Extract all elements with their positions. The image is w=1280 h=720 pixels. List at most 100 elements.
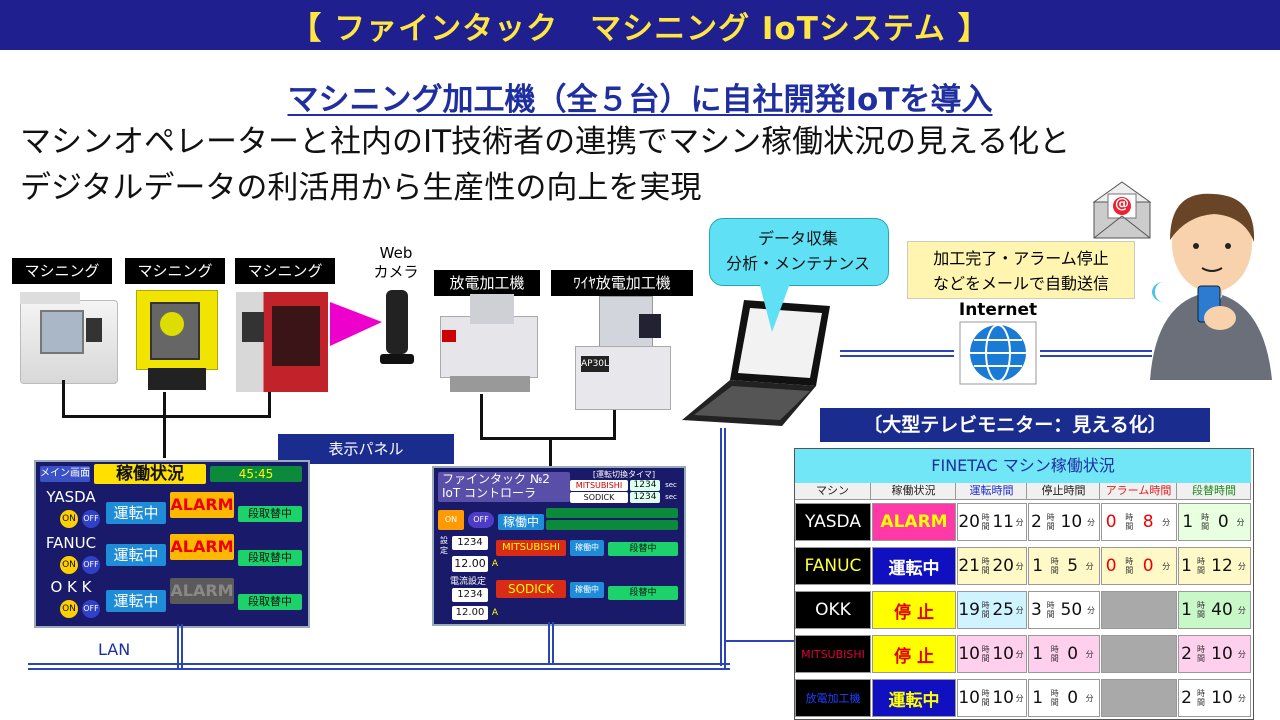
monitor-state: 運転中	[872, 547, 956, 585]
machining-label-3: マシニング	[235, 258, 335, 284]
panel1-row3-off[interactable]: OFF	[82, 600, 100, 618]
panel2-timer-bar	[546, 508, 678, 518]
panel1-tab[interactable]: メイン画面	[40, 466, 90, 482]
panel1-row2-step[interactable]: 段取替中	[238, 550, 302, 566]
machining-center-1-image	[20, 292, 118, 384]
monitor-header-run: 運転時間	[957, 483, 1027, 499]
lan-to-monitor	[724, 640, 796, 642]
edm-wire-3	[549, 438, 552, 468]
monitor-stop-hours: 1	[1032, 644, 1044, 664]
panel1-row1-state: 運転中	[106, 502, 166, 524]
wire-edm-label: ﾜｲﾔ放電加工機	[551, 270, 693, 296]
panel1-row1-step[interactable]: 段取替中	[238, 506, 302, 522]
edm-wire-1	[480, 394, 483, 440]
hours-unit: 時間	[1125, 557, 1134, 575]
monitor-stop-hours: 2	[1030, 512, 1042, 532]
panel2-step-2[interactable]: 段替中	[608, 586, 678, 600]
monitor-stop-hours: 3	[1030, 600, 1042, 620]
internet-line-top	[840, 350, 954, 352]
panel2-machine-2: SODICK	[570, 492, 628, 503]
hours-unit: 時間	[1050, 689, 1059, 707]
laptop-icon	[682, 300, 830, 426]
monitor-machine-name: 放電加工機	[795, 679, 871, 717]
panel2-amp-1: A	[491, 559, 499, 569]
hours-unit: 時間	[1046, 601, 1055, 619]
minutes-unit: 分	[1087, 605, 1096, 615]
panel2-setting-value-1[interactable]: 1234	[452, 536, 488, 550]
monitor-stop-minutes: 0	[1067, 688, 1079, 708]
panel2-sec-2: sec	[665, 493, 677, 501]
monitor-run-hours: 21	[958, 556, 980, 576]
monitor-state: 運転中	[872, 679, 956, 717]
minutes-unit: 分	[1015, 605, 1024, 615]
monitor-stop-minutes: 50	[1060, 600, 1083, 620]
lan-drop-panel1	[177, 624, 179, 668]
panel1-row3-on[interactable]: ON	[60, 600, 78, 618]
hours-unit: 時間	[981, 689, 990, 707]
person-with-phone-image	[1150, 193, 1272, 380]
monitor-state: ALARM	[872, 503, 956, 541]
tv-monitor-screen: FINETAC マシン稼働状況 マシン稼働状況運転時間停止時間アラーム時間段替時…	[794, 448, 1254, 720]
panel1-time-value-2: 45	[258, 467, 274, 481]
panel2-counter-2: 1234	[630, 492, 660, 503]
panel2-machine-1: MITSUBISHI	[570, 480, 628, 491]
monitor-stop-minutes: 10	[1060, 512, 1083, 532]
panel1-row1-off[interactable]: OFF	[82, 510, 100, 528]
panel2-off-icon[interactable]: OFF	[468, 512, 494, 528]
panel2-counter-1: 1234	[630, 480, 660, 491]
monitor-run-minutes: 11	[992, 512, 1014, 532]
monitor-state: 停 止	[872, 591, 956, 629]
monitor-run-minutes: 10	[992, 644, 1014, 664]
panel2-state-2: 稼働中	[570, 582, 604, 598]
monitor-run-hours: 10	[958, 644, 980, 664]
bubble-tail	[758, 278, 792, 332]
panel2-machine-label-2: SODICK	[496, 580, 566, 598]
panel1-row2-on[interactable]: ON	[60, 556, 78, 574]
monitor-run-minutes: 10	[992, 688, 1014, 708]
monitor-stop-minutes: 0	[1067, 644, 1079, 664]
panel2-current-1[interactable]: 12.00	[452, 556, 488, 572]
lan-riser-laptop-b	[724, 428, 726, 670]
hours-unit: 時間	[1201, 513, 1210, 531]
hours-unit: 時間	[981, 601, 990, 619]
machine-wire-horizontal	[62, 415, 270, 418]
lan-line-bottom	[28, 668, 730, 670]
panel1-row2-off[interactable]: OFF	[82, 556, 100, 574]
data-collection-bubble	[709, 218, 889, 286]
panel1-row1-on[interactable]: ON	[60, 510, 78, 528]
minutes-unit: 分	[1015, 517, 1024, 527]
monitor-run-minutes: 25	[992, 600, 1014, 620]
panel2-on-icon[interactable]: ON	[438, 510, 464, 530]
display-panel-1: メイン画面 稼働状況 45:45 YASDA 運転中 ALARM 段取替中 ON…	[34, 460, 310, 628]
monitor-header-stop: 停止時間	[1028, 483, 1100, 499]
machining-center-3-image	[236, 292, 328, 396]
minutes-unit: 分	[1162, 517, 1171, 527]
panel2-setting-value-2[interactable]: 1234	[452, 588, 488, 602]
lan-riser-laptop	[720, 428, 722, 666]
monitor-machine-name: MITSUBISHI	[795, 635, 871, 673]
monitor-step-minutes: 10	[1211, 644, 1233, 664]
panel2-current-2[interactable]: 12.00	[452, 606, 488, 620]
panel1-row1-name: YASDA	[46, 488, 96, 506]
panel1-row1-alarm: ALARM	[170, 492, 234, 518]
panel2-step-1[interactable]: 段替中	[608, 542, 678, 556]
panel1-row2-name: FANUC	[45, 534, 97, 552]
monitor-step-hours: 2	[1181, 688, 1192, 708]
minutes-unit: 分	[1015, 649, 1024, 659]
globe-icon	[959, 321, 1037, 385]
panel2-timer-label: [運転切換タイマ]	[592, 470, 656, 479]
panel1-row3-step[interactable]: 段取替中	[238, 594, 302, 610]
monitor-step-hours: 1	[1181, 600, 1192, 620]
